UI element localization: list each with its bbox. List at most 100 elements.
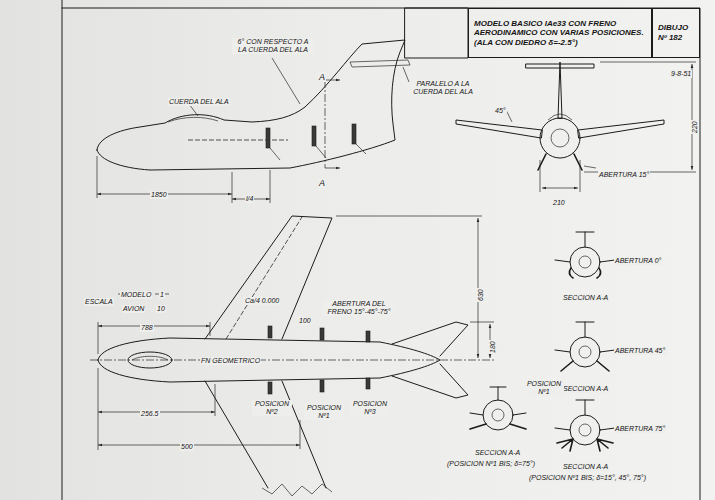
drawing-label: POSICION Nº2 [252, 400, 292, 416]
drawing-label: ESCALA [84, 298, 114, 306]
label-anchor: SECCION A-A [562, 286, 609, 304]
label-anchor: POSICION Nº1 [304, 404, 344, 422]
drawing-label: 500 [180, 443, 194, 451]
wing-front [456, 120, 542, 138]
quarter-chord-line [226, 217, 302, 339]
drawing-label: SECCION A-A [562, 294, 609, 302]
label-anchor: AVION [122, 297, 145, 315]
wing-stub [555, 350, 615, 352]
wing-plan [205, 381, 326, 488]
label-anchor: 180 [481, 340, 499, 354]
drawing-label: (POSICION Nº1 BIS; δ=15°, 45°, 75°) [528, 474, 647, 482]
drawing-label: A [318, 178, 326, 188]
drawing-label: 9-8-51 [670, 70, 692, 78]
drawing-label: 220 [691, 120, 699, 134]
sheet-border [62, 0, 63, 500]
air-brake [470, 424, 526, 429]
air-brake [320, 328, 324, 340]
section-arrow [325, 80, 340, 81]
label-anchor: 6° CON RESPECTO A LA CUERDA DEL ALA [232, 38, 314, 56]
drawing-label: ABERTURA 75° [614, 425, 666, 433]
label-anchor: 1850 [150, 183, 168, 201]
air-brake [320, 380, 324, 392]
wing-stub [555, 260, 615, 262]
label-anchor: SECCION A-A [562, 455, 609, 473]
sheet-border [62, 8, 700, 500]
air-brake [352, 124, 356, 144]
label-anchor: 45° [494, 99, 507, 117]
label-anchor: A [318, 66, 326, 84]
drawing-label: SECCION A-A [474, 449, 521, 457]
fin-section [576, 400, 594, 415]
label-anchor: SECCION A-A [562, 377, 609, 395]
label-anchor: l/4 [245, 187, 254, 205]
label-anchor: PARALELO A LA CUERDA DEL ALA [412, 80, 474, 98]
label-anchor: 630 [469, 288, 487, 302]
label-anchor: 100 [298, 309, 312, 327]
drawing-label: Ca/4 0.000 [244, 297, 280, 305]
drawing-label: SECCION A-A [562, 385, 609, 393]
label-anchor: 9-8-51 [670, 62, 692, 80]
canopy-front [548, 114, 572, 120]
label-anchor: ABERTURA 75° [614, 417, 666, 435]
air-brake [561, 361, 609, 371]
drawing-label: 1 [159, 291, 165, 299]
section-arrow [325, 168, 340, 169]
drawing-number: DIBUJO Nº 182 [658, 23, 694, 42]
dimension-line [692, 64, 693, 170]
dimension-line [98, 445, 300, 446]
label-anchor: SECCION A-A [474, 441, 521, 459]
label-anchor: (POSICION Nº1 BIS; δ=75°) [446, 452, 536, 470]
leader-line [272, 58, 300, 104]
air-brake [268, 326, 272, 338]
canopy-frame [132, 356, 168, 360]
title-block-cell [405, 8, 468, 58]
canopy-line [168, 117, 218, 122]
label-anchor: 788 [140, 316, 154, 334]
drawing-label: CUERDA DEL ALA [168, 98, 230, 106]
dimension-line [98, 326, 210, 327]
label-anchor: POSICION Nº2 [252, 400, 292, 418]
fuselage-front [540, 118, 580, 158]
extension-line [336, 216, 482, 217]
drawing-label: AVION [122, 305, 145, 313]
fin-front [558, 62, 562, 118]
fin-section [490, 387, 506, 400]
section-cut-line [325, 80, 326, 168]
label-anchor: MODELO [120, 283, 152, 301]
section-view [555, 400, 615, 451]
wing-chord-line [188, 140, 288, 141]
leader-line [584, 166, 596, 168]
drawing-label: l/4 [245, 195, 254, 203]
label-anchor: ABERTURA 45° [614, 339, 666, 357]
wing-front [578, 120, 664, 138]
extension-line [98, 322, 210, 354]
label-anchor: A [318, 172, 326, 190]
extension-line [540, 160, 580, 192]
label-anchor: 500 [180, 435, 194, 453]
brake-open-line [270, 144, 366, 160]
label-anchor: ABERTURA 15° [598, 163, 650, 181]
drawing-label: POSICION Nº1 [524, 380, 564, 396]
title-cell: MODELO BASICO IAe33 CON FRENO AERODINAMI… [468, 8, 652, 58]
drawing-label: (POSICION Nº1 BIS; δ=75°) [446, 460, 536, 468]
label-anchor: 1 [159, 283, 165, 301]
drawing-label: SECCION A-A [562, 463, 609, 471]
label-anchor: POSICION Nº3 [350, 400, 390, 418]
air-brake [557, 439, 613, 451]
dimension-line [542, 188, 578, 189]
center-line [90, 360, 496, 361]
intake-ring [579, 256, 591, 268]
drawing-label: ABERTURA 0° [614, 257, 662, 265]
fin-section [576, 322, 594, 337]
drawing-label: 788 [140, 324, 154, 332]
drawing-label: 256.5 [140, 410, 160, 418]
fuselage-section [570, 247, 600, 277]
air-brake [366, 331, 370, 342]
label-anchor: FN GEOMETRICO [200, 349, 261, 367]
label-anchor: ABERTURA 0° [614, 249, 662, 267]
break-line [262, 484, 332, 496]
label-anchor: 210 [552, 191, 566, 209]
air-brake [366, 378, 370, 389]
label-anchor: (POSICION Nº1 BIS; δ=15°, 45°, 75°) [528, 466, 647, 484]
